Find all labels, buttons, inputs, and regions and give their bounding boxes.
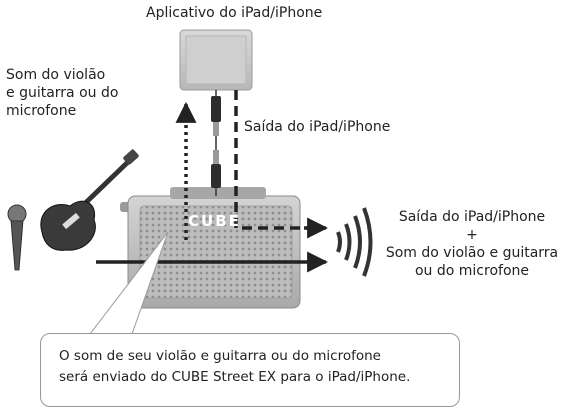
app-title: Aplicativo do iPad/iPhone — [146, 5, 323, 21]
ipad-output-path — [234, 90, 310, 230]
guitar-icon — [40, 149, 139, 251]
ipad-output-label: Saída do iPad/iPhone — [244, 119, 391, 135]
right-output-label: Saída do iPad/iPhone + Som do violão e g… — [385, 209, 559, 279]
microphone-icon — [7, 204, 27, 271]
callout-text: O som de seu violão e guitarra ou do mic… — [59, 348, 411, 385]
tablet-icon — [179, 29, 253, 91]
speaker-waves-icon — [336, 207, 373, 277]
left-source-label: Som do violão e guitarra ou do microfone — [6, 67, 119, 119]
amp-logo: CUBE — [188, 212, 241, 230]
callout-box: O som de seu violão e guitarra ou do mic… — [40, 333, 460, 407]
amplifier-icon — [120, 187, 301, 309]
audio-cable-icon — [211, 90, 221, 196]
